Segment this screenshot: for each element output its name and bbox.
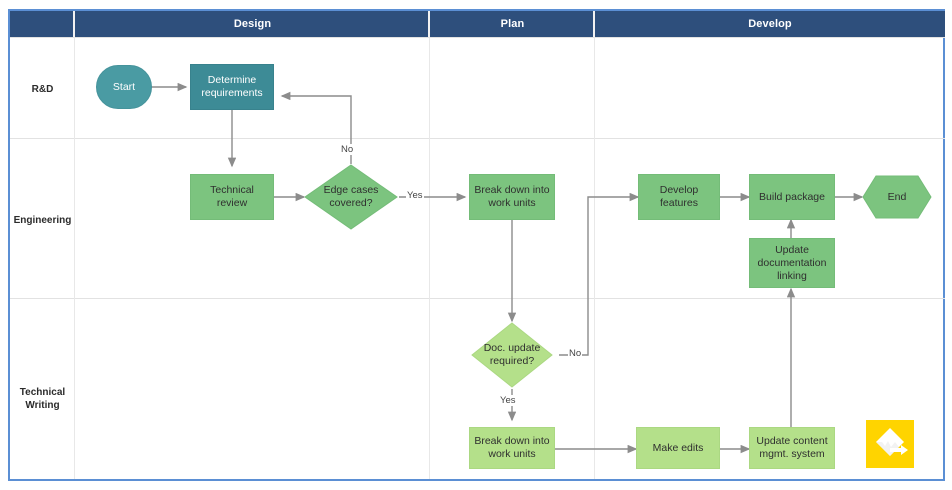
node-doc-update-required[interactable]: Doc. update required? (471, 322, 553, 388)
node-determine-requirements-label: Determine requirements (201, 74, 263, 99)
lane-divider-header (10, 37, 945, 38)
lane-label-engineering: Engineering (13, 215, 72, 226)
node-start[interactable]: Start (96, 65, 152, 109)
node-break-down-work-units-technical-writing[interactable]: Break down into work units (469, 427, 555, 469)
node-break-down-work-units-engineering[interactable]: Break down into work units (469, 174, 555, 220)
edge-doc-update-no-to-develop-features (559, 192, 640, 356)
node-make-edits-label: Make edits (652, 441, 704, 454)
node-make-edits[interactable]: Make edits (636, 427, 720, 469)
header-separator-1 (73, 11, 75, 37)
node-develop-features[interactable]: Develop features (638, 174, 720, 220)
lane-label-tw-l2: Writing (25, 400, 60, 411)
lane-divider-engineering-writing (10, 298, 945, 299)
node-technical-review-label: Technical review (210, 184, 254, 209)
edge-label-edge-cases-no: No (340, 144, 355, 155)
lane-label-tw-l1: Technical (19, 387, 66, 398)
node-end[interactable]: End (862, 175, 932, 219)
decision-diamond-shape-2 (471, 322, 553, 388)
node-update-content-mgmt-system-label: Update content mgmt. system (756, 435, 828, 460)
node-edge-cases-covered-label: Edge cases covered? (323, 184, 379, 209)
node-develop-features-label: Develop features (659, 184, 699, 209)
decision-diamond-shape (304, 164, 398, 230)
node-break-down-work-units-technical-writing-label: Break down into work units (474, 435, 550, 460)
node-determine-requirements[interactable]: Determine requirements (190, 64, 274, 110)
column-header-design[interactable]: Design (75, 11, 430, 37)
node-end-label: End (887, 191, 907, 203)
header-corner-cell (10, 11, 75, 37)
lane-label-rnd: R&D (31, 84, 54, 95)
node-update-documentation-linking[interactable]: Update documentation linking (749, 238, 835, 288)
header-separator-2 (428, 11, 430, 37)
column-header-develop[interactable]: Develop (595, 11, 945, 37)
node-technical-review[interactable]: Technical review (190, 174, 274, 220)
edge-label-edge-cases-yes: Yes (406, 190, 424, 201)
column-header-design-label: Design (233, 18, 272, 30)
column-header-develop-label: Develop (748, 18, 792, 30)
node-start-label: Start (112, 80, 136, 93)
column-header-plan-label: Plan (500, 18, 525, 30)
swimlane-frame: Design Plan Develop R&D Engineering Tech… (8, 9, 945, 481)
edge-label-doc-update-yes: Yes (499, 395, 517, 406)
column-divider-design-plan (429, 37, 430, 479)
header-separator-3 (593, 11, 595, 37)
lane-label-technical-writing: Technical Technical Writing (10, 386, 75, 412)
node-build-package-label: Build package (759, 190, 825, 203)
lucid-app-icon[interactable] (866, 420, 914, 468)
node-update-documentation-linking-label: Update documentation linking (757, 243, 827, 282)
column-divider-plan-develop (594, 37, 595, 479)
lane-divider-rnd-engineering (10, 138, 945, 139)
column-header-plan[interactable]: Plan (430, 11, 595, 37)
node-update-content-mgmt-system[interactable]: Update content mgmt. system (749, 427, 835, 469)
node-break-down-work-units-engineering-label: Break down into work units (474, 184, 550, 209)
terminator-hexagon-shape (862, 175, 932, 219)
node-edge-cases-covered[interactable]: Edge cases covered? (304, 164, 398, 230)
lucid-app-icon-glyph (866, 420, 914, 468)
column-divider-lane-design (74, 37, 75, 479)
node-doc-update-required-label: Doc. update required? (483, 342, 541, 367)
node-build-package[interactable]: Build package (749, 174, 835, 220)
edge-label-doc-update-no: No (568, 348, 583, 359)
